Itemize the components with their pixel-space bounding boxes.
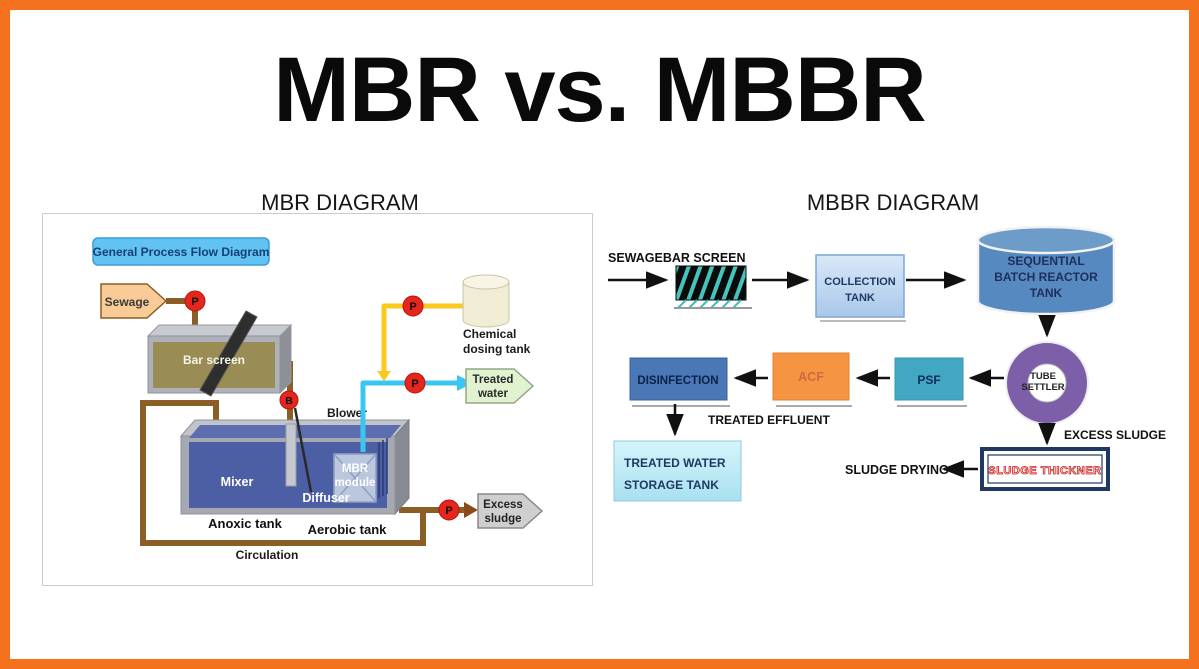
- sbr-tank-lid: [976, 225, 1116, 255]
- barscreen-label: Bar screen: [183, 353, 245, 367]
- acf-label: ACF: [798, 370, 824, 384]
- pump-treated: [404, 372, 426, 394]
- flow-label-text: General Process Flow Diagram: [93, 245, 270, 259]
- pump-chemical: [402, 295, 424, 317]
- pump-excess-letter: P: [445, 505, 452, 517]
- mixer-label: Mixer: [221, 475, 254, 489]
- mbr-module-cross: [333, 453, 377, 503]
- collection-tank-box: [815, 254, 905, 318]
- pipe-yellow: [381, 303, 463, 372]
- sewage-label: Sewage: [105, 295, 150, 309]
- tank-side: [394, 418, 410, 516]
- tank-divider: [285, 423, 297, 487]
- excess-sludge-shape: [477, 493, 544, 529]
- sludge-thickner-inner-border: [987, 454, 1103, 484]
- tube-settler-label-1: TUBE: [1030, 371, 1056, 382]
- sbr-tank-body: [976, 238, 1116, 316]
- treated-water-label-2: water: [477, 388, 509, 400]
- pump-treated-letter: P: [411, 378, 418, 390]
- mbbr-diagram: SEWAGEBAR SCREEN COLLECTION TANK SEQUENT…: [608, 225, 1166, 502]
- blower-badge: [279, 390, 299, 410]
- pipe-cyan: [360, 380, 459, 452]
- barscreen-rake: [199, 310, 258, 397]
- psf-box: [894, 357, 964, 401]
- mbr-module-label-2: module: [335, 477, 376, 489]
- mbr-diagram-heading: MBR DIAGRAM: [261, 190, 419, 215]
- pump-sewage-letter: P: [191, 296, 198, 308]
- collection-tank-label-1: COLLECTION: [824, 276, 896, 288]
- chemical-label-1: Chemical: [463, 327, 516, 341]
- pump-sewage: [184, 290, 206, 312]
- sludge-drying-label: SLUDGE DRYING: [845, 463, 949, 477]
- pump-chemical-letter: P: [409, 301, 416, 313]
- treated-water-shape: [465, 368, 535, 404]
- tube-settler-label-2: SETTLER: [1021, 382, 1064, 393]
- aerobic-tank-label: Aerobic tank: [308, 522, 388, 537]
- treated-water-label-1: Treated: [473, 374, 514, 386]
- mbr-diagram-panel: General Process Flow Diagram Sewage Bar …: [42, 213, 593, 586]
- disinfection-label: DISINFECTION: [637, 375, 718, 387]
- collection-tank-label-2: TANK: [845, 292, 875, 304]
- storage-tank-label-1: TREATED WATER: [624, 456, 726, 470]
- pump-excess: [438, 499, 460, 521]
- acf-box: [772, 352, 850, 401]
- circulation-label: Circulation: [236, 548, 299, 562]
- disinfection-box: [629, 357, 728, 401]
- mbbr-diagram-heading: MBBR DIAGRAM: [806, 190, 980, 215]
- excess-sludge-arrowhead: [464, 502, 478, 518]
- chemical-label-2: dosing tank: [463, 342, 531, 356]
- treated-water-arrowhead: [457, 375, 473, 391]
- treated-effluent-label: TREATED EFFLUENT: [708, 413, 830, 427]
- tube-settler-hole: [1027, 363, 1067, 403]
- storage-tank-box: [613, 440, 742, 502]
- psf-label: PSF: [917, 373, 940, 387]
- sludge-thickner-box: [980, 447, 1110, 491]
- page-title: MBR vs. MBBR: [273, 39, 926, 141]
- sbr-tank-label-1: SEQUENTIAL: [1007, 254, 1084, 268]
- excess-sludge-label-1: Excess: [483, 499, 523, 511]
- barscreen-tank-side: [279, 323, 292, 395]
- barscreen-tank-top: [146, 324, 293, 337]
- diffuser-label: Diffuser: [302, 491, 349, 505]
- excess-sludge-label-2: sludge: [484, 513, 521, 525]
- chemical-tank-lid: [462, 274, 510, 290]
- diffuser-pipe: [293, 407, 313, 493]
- excess-sludge-label: EXCESS SLUDGE: [1064, 428, 1166, 442]
- chemical-arrowhead: [377, 371, 391, 381]
- bar-screen-feet: [677, 299, 742, 309]
- mbr-module-label-1: MBR: [342, 463, 369, 475]
- bar-screen-shape: [675, 265, 747, 301]
- sewagebar-screen-label: SEWAGEBAR SCREEN: [608, 251, 746, 265]
- blower-label: Blower: [327, 406, 367, 420]
- flow-label-box: [92, 237, 270, 266]
- blower-badge-letter: B: [285, 395, 293, 407]
- sbr-tank-label-2: BATCH REACTOR: [994, 270, 1098, 284]
- mbr-diagram: General Process Flow Diagram Sewage Bar …: [92, 237, 544, 562]
- sewage-shape: [100, 283, 168, 319]
- anoxic-tank-label: Anoxic tank: [208, 516, 282, 531]
- sbr-tank-label-3: TANK: [1030, 286, 1063, 300]
- storage-tank-label-2: STORAGE TANK: [624, 478, 719, 492]
- sludge-thickner-label: SLUDGE THICKNER: [988, 465, 1101, 477]
